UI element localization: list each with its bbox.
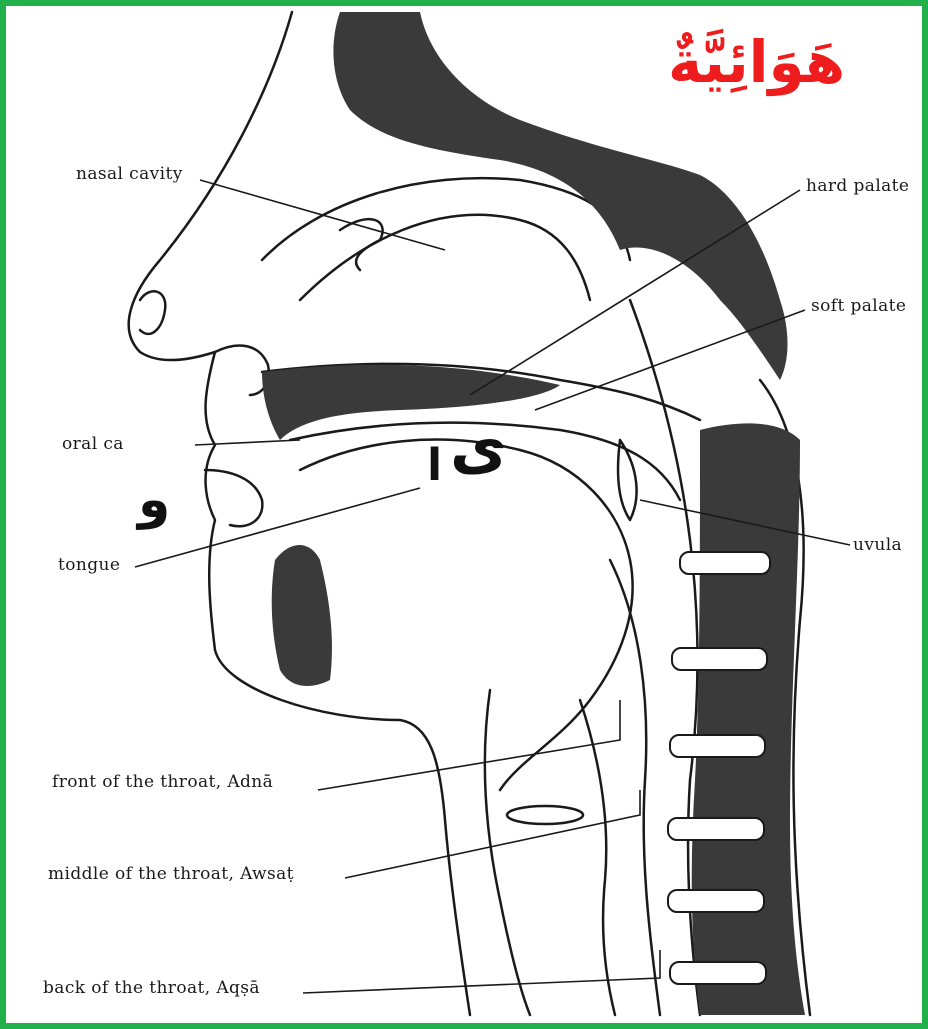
label-hard-palate: hard palate [806,176,909,196]
vertebra-gap [680,552,770,574]
upper-lip [215,346,269,395]
letter-ya: ى [450,410,507,483]
vertebra-gap [672,648,767,670]
label-middle-throat: middle of the throat, Awsaṭ [48,864,294,884]
nasal-cavity-line [262,178,630,260]
vocal-folds [507,806,583,824]
leader-tongue [135,488,420,567]
label-uvula: uvula [853,535,902,555]
tongue-outline [300,440,633,790]
leader-nasal-cavity [200,180,445,250]
label-soft-palate: soft palate [811,296,906,316]
vertebra-gap [668,890,764,912]
hard-palate-fill [262,365,560,440]
lower-jaw-fill [272,545,332,686]
letter-alif: ا [427,440,442,491]
label-oral-cavity: oral ca [62,434,124,454]
leader-soft-palate [535,310,805,410]
label-tongue: tongue [58,555,120,575]
label-back-throat: back of the throat, Aqṣā [43,978,260,998]
leader-front-throat [318,700,620,790]
vertebra-gap [670,962,766,984]
label-front-throat: front of the throat, Adnā [52,772,273,792]
nostril [140,291,165,334]
leader-oral-cavity [195,440,300,445]
vertebra-gap [668,818,764,840]
spine-fill [692,423,805,1015]
vertebra-gap [670,735,765,757]
label-nasal-cavity: nasal cavity [76,164,183,184]
arabic-title: هَوَائِيَّةٌ [668,28,845,96]
letter-waw: و [138,470,170,530]
